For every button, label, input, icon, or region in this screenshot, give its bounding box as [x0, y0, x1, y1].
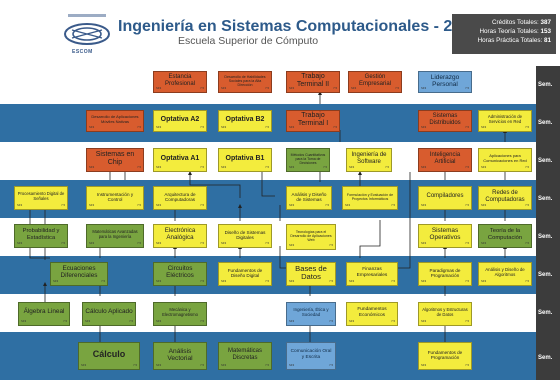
- semester-label-column: [536, 66, 560, 380]
- semester-label: Sem.: [538, 310, 553, 316]
- page-title: Ingeniería en Sistemas Computacionales -…: [118, 18, 480, 35]
- total-credits: Créditos Totales: 387: [491, 19, 551, 26]
- total-practice-hours: Horas Práctica Totales: 81: [477, 37, 551, 44]
- course-aplicaciones-comunicaciones-red[interactable]: Aplicaciones para Comunicaciones en Red …: [478, 148, 532, 172]
- course-matematicas-avanzadas[interactable]: Matemáticas Avanzadas para la Ingeniería…: [86, 224, 144, 248]
- course-metodos-cuantitativos[interactable]: Métodos Cuantitativos para la Toma de De…: [286, 148, 330, 172]
- header: ESCOM Ingeniería en Sistemas Computacion…: [0, 0, 560, 66]
- semester-label: Sem.: [538, 196, 553, 202]
- logo-text: ESCOM: [72, 49, 93, 55]
- totals-box: Créditos Totales: 387 Horas Teoría Total…: [452, 14, 556, 54]
- total-theory-hours: Horas Teoría Totales: 153: [479, 28, 551, 35]
- semester-label: Sem.: [538, 158, 553, 164]
- course-tecnologias-web[interactable]: Tecnologías para el Desarrollo de Aplica…: [286, 224, 336, 250]
- page-subtitle: Escuela Superior de Cómputo: [178, 35, 319, 47]
- semester-label: Sem.: [538, 272, 553, 278]
- semester-label: Sem.: [538, 234, 553, 240]
- course-desarrollo-habilidades[interactable]: Desarrollo de Habilidades Sociales para …: [218, 71, 272, 93]
- course-desarrollo-moviles[interactable]: Desarrollo de Aplicaciones Móviles Nativ…: [86, 110, 144, 132]
- semester-label: Sem.: [538, 120, 553, 126]
- escom-logo-icon: [64, 14, 110, 45]
- course-formulacion-evaluacion-proyectos[interactable]: Formulación y Evaluación de Proyectos In…: [342, 186, 398, 210]
- semester-label: Sem.: [538, 82, 553, 88]
- semester-label: Sem.: [538, 355, 553, 361]
